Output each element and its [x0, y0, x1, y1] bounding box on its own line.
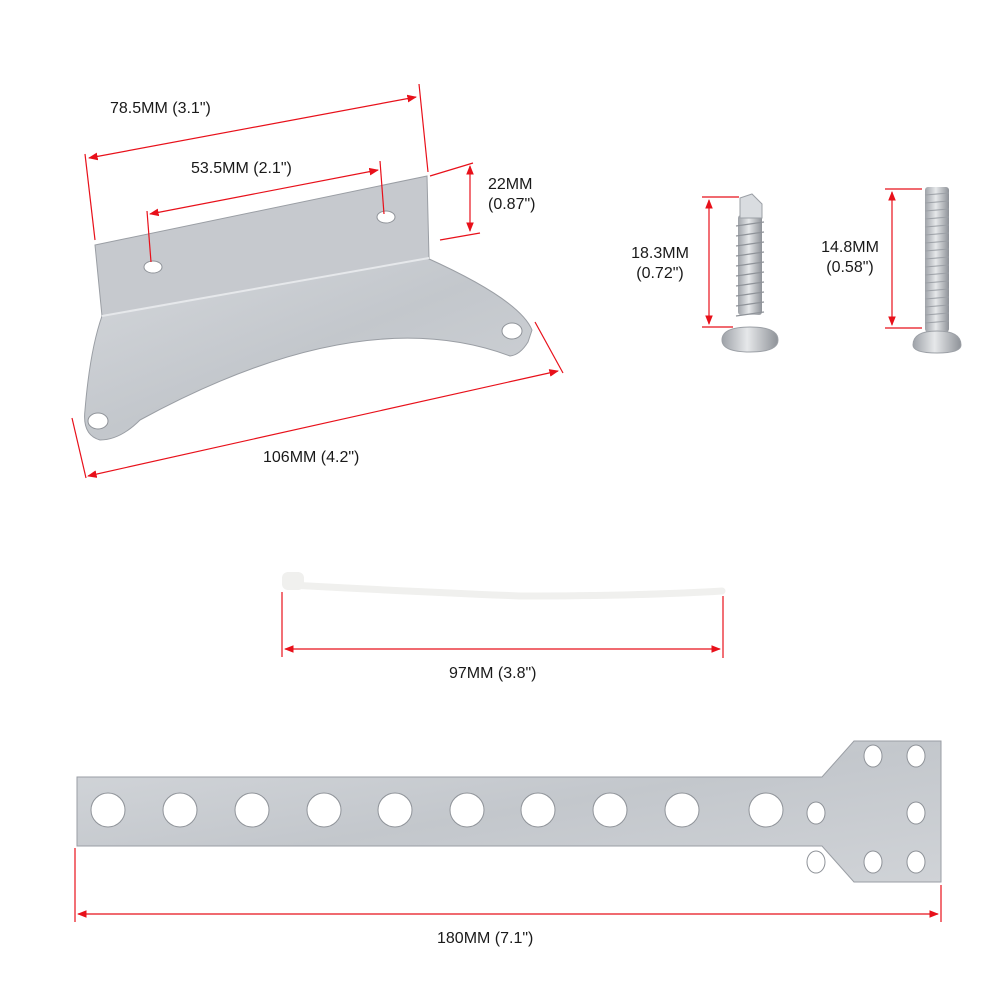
strap-length-label: 180MM (7.1"): [437, 930, 534, 947]
strap-dimension-lines: [74, 848, 942, 922]
cable-tie-dimension-lines: [281, 592, 724, 658]
screw2-length-label-line1: 14.8MM: [821, 239, 879, 256]
cable-tie-length-label: 97MM (3.8"): [449, 665, 537, 682]
curved-bracket: [84, 175, 533, 441]
bracket-base-length-label: 106MM (4.2"): [263, 449, 360, 466]
self-drilling-screw: [721, 193, 779, 353]
machine-screw: [912, 187, 962, 354]
bracket-height-label-line2: (0.87"): [488, 196, 536, 213]
screw1-dimension-lines: [702, 196, 739, 328]
perforated-strap: [76, 740, 942, 883]
bracket-height-label-line1: 22MM: [488, 176, 533, 193]
bracket-overall-length-label: 78.5MM (3.1"): [110, 100, 211, 117]
screw1-length-label-line1: 18.3MM: [631, 245, 689, 262]
screw2-length-label-line2: (0.58"): [826, 259, 874, 276]
bracket-hole-spacing-label: 53.5MM (2.1"): [191, 160, 292, 177]
screw2-dimension-lines: [885, 188, 922, 329]
cable-tie: [282, 572, 726, 600]
screw1-length-label-line2: (0.72"): [636, 265, 684, 282]
bracket-dimension-lines: [71, 83, 564, 479]
